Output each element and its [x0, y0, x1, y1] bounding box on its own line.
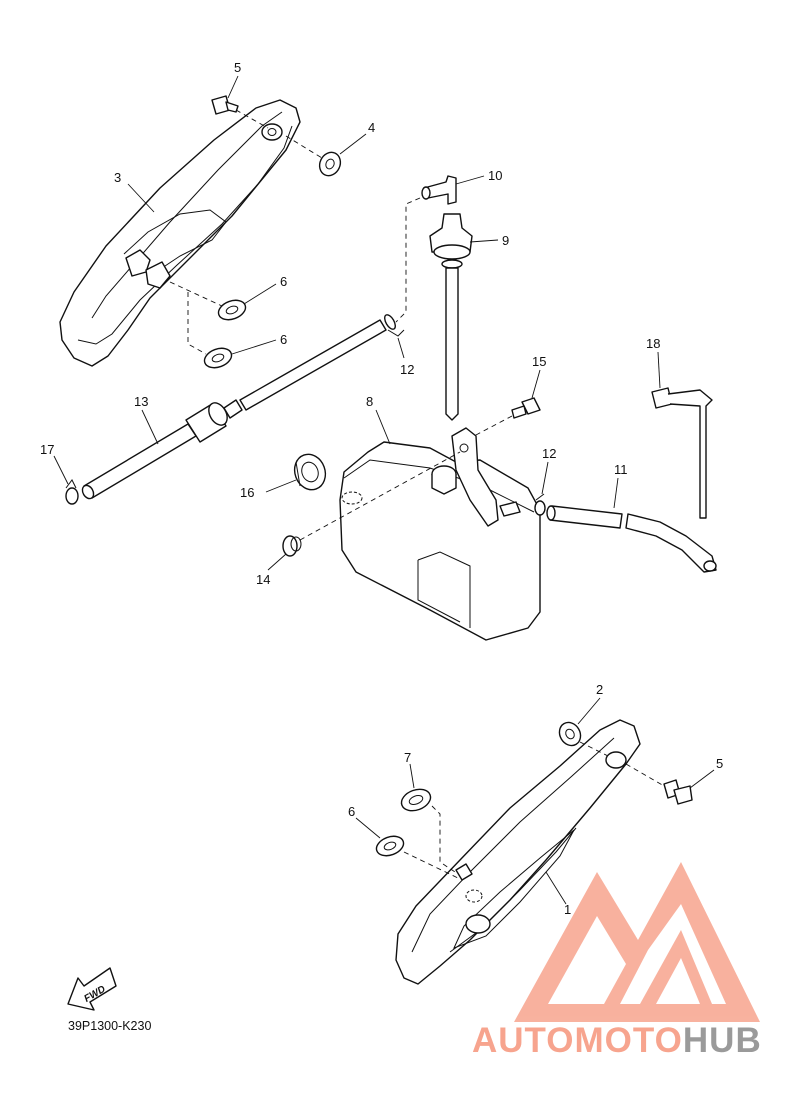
- callout-6-c: 6: [348, 804, 355, 819]
- callout-18: 18: [646, 336, 660, 351]
- clip-12-right: [534, 493, 546, 516]
- callout-13: 13: [134, 394, 148, 409]
- callout-17: 17: [40, 442, 54, 457]
- clip-12-upper: [384, 314, 405, 337]
- grommet-6-upper-b: [203, 347, 233, 369]
- callout-12-right: 12: [542, 446, 556, 461]
- callout-1: 1: [564, 902, 571, 917]
- grommet-6-upper-a: [217, 299, 247, 321]
- callout-5-upper: 5: [234, 60, 241, 75]
- grommet-4: [318, 151, 342, 177]
- side-cover-upper: [59, 99, 301, 367]
- fwd-arrow-icon: FWD: [67, 967, 117, 1011]
- callout-15: 15: [532, 354, 546, 369]
- callout-3: 3: [114, 170, 121, 185]
- bolt-15: [511, 397, 541, 419]
- collar-14: [282, 535, 302, 557]
- breather-pipe-10: [421, 175, 457, 205]
- callouts: 5 4 3 6 6 10 9 12 15 18 13 8 17 12 11 16: [40, 60, 723, 917]
- callout-16: 16: [240, 485, 254, 500]
- callout-6-b: 6: [280, 332, 287, 347]
- tank-fitting: [499, 501, 521, 517]
- callout-6-a: 6: [280, 274, 287, 289]
- callout-7: 7: [404, 750, 411, 765]
- callout-11: 11: [614, 462, 628, 477]
- callout-9: 9: [502, 233, 509, 248]
- filler-cap-9: [429, 213, 473, 421]
- bolt-5-lower: [663, 779, 693, 805]
- callout-5-lower: 5: [716, 756, 723, 771]
- watermark-hub: HUB: [683, 1021, 762, 1060]
- callout-8: 8: [366, 394, 373, 409]
- bolt-5-upper: [211, 95, 239, 115]
- watermark-moto: MOTO: [575, 1021, 683, 1060]
- callout-2: 2: [596, 682, 603, 697]
- watermark-text: AUTOMOTOHUB: [472, 1021, 762, 1060]
- oil-tank: [339, 427, 541, 641]
- hose-11: [546, 505, 717, 573]
- watermark-auto: AUTO: [472, 1021, 575, 1060]
- grommet-16: [293, 453, 327, 491]
- callout-4: 4: [368, 120, 375, 135]
- bracket-18: [651, 387, 713, 519]
- callout-12-upper: 12: [400, 362, 414, 377]
- grommet-7: [400, 788, 432, 812]
- callout-14: 14: [256, 572, 270, 587]
- watermark-logo: [514, 862, 760, 1022]
- clip-17: [65, 479, 79, 505]
- diagram-code: 39P1300-K230: [68, 1019, 151, 1033]
- grommet-2: [558, 721, 582, 747]
- hose-13: [81, 319, 387, 500]
- callout-10: 10: [488, 168, 502, 183]
- grommet-6-lower: [375, 835, 405, 857]
